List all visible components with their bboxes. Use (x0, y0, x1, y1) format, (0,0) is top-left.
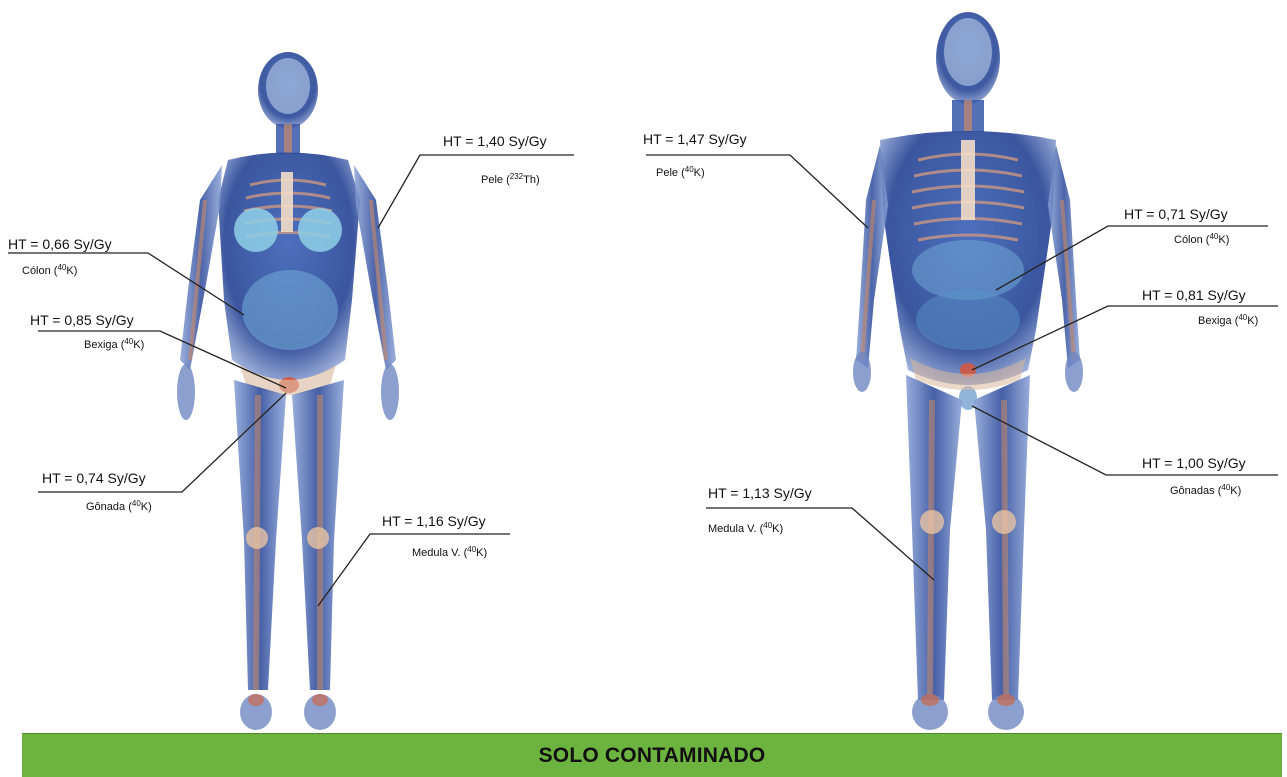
female-colon-value: HT = 0,66 Sy/Gy (8, 236, 112, 252)
female-pele-value: HT = 1,40 Sy/Gy (443, 133, 547, 149)
female-figure (177, 52, 399, 730)
male-hand-right (1065, 352, 1083, 392)
female-medula-value: HT = 1,16 Sy/Gy (382, 513, 486, 529)
male-colon-organ: Cólon (40K) (1174, 232, 1229, 246)
male-colon-value: HT = 0,71 Sy/Gy (1124, 206, 1228, 222)
male-colon (916, 290, 1020, 350)
male-annotation-medula: HT = 1,13 Sy/Gy Medula V. (40K) (706, 485, 934, 580)
female-hand-right (381, 364, 399, 420)
female-colon (242, 270, 338, 350)
male-medula-leader-line (706, 508, 934, 580)
male-bexiga-organ: Bexiga (40K) (1198, 313, 1258, 327)
female-knee-left (246, 527, 268, 549)
male-gonadas-organ: Gônadas (40K) (1170, 483, 1241, 497)
male-arm-left (856, 145, 888, 368)
female-hand-left (177, 364, 195, 420)
male-medula-organ: Medula V. (40K) (708, 521, 783, 535)
female-pele-organ: Pele (232Th) (481, 172, 540, 186)
female-annotation-medula: HT = 1,16 Sy/Gy Medula V. (40K) (318, 513, 510, 606)
male-knee-right (992, 510, 1016, 534)
female-breast-right (298, 208, 342, 252)
female-medula-leader-line (318, 534, 510, 606)
female-gonada-value: HT = 0,74 Sy/Gy (42, 470, 146, 486)
banner-label: SOLO CONTAMINADO (539, 744, 766, 768)
male-gonadas-value: HT = 1,00 Sy/Gy (1142, 455, 1246, 471)
male-annotation-pele: HT = 1,47 Sy/Gy Pele (40K) (643, 131, 868, 228)
male-bexiga-value: HT = 0,81 Sy/Gy (1142, 287, 1246, 303)
male-pele-leader-line (646, 155, 868, 228)
male-hand-left (853, 352, 871, 392)
female-pele-leader-line (378, 155, 574, 228)
male-arm-right (1048, 145, 1080, 368)
female-annotation-pele: HT = 1,40 Sy/Gy Pele (232Th) (378, 133, 574, 228)
female-knee-right (307, 527, 329, 549)
female-breast-left (234, 208, 278, 252)
female-bexiga-value: HT = 0,85 Sy/Gy (30, 312, 134, 328)
female-bexiga-organ: Bexiga (40K) (84, 337, 144, 351)
male-knee-left (920, 510, 944, 534)
male-sternum (961, 140, 975, 220)
female-sternum (281, 172, 293, 232)
female-colon-organ: Cólon (40K) (22, 263, 77, 277)
female-gonada-organ: Gônada (40K) (86, 499, 152, 513)
male-skull (944, 18, 992, 86)
male-pele-organ: Pele (40K) (656, 165, 705, 179)
male-pele-value: HT = 1,47 Sy/Gy (643, 131, 747, 147)
female-medula-organ: Medula V. (40K) (412, 545, 487, 559)
female-skull (266, 58, 310, 114)
male-medula-value: HT = 1,13 Sy/Gy (708, 485, 812, 501)
solo-contaminado-banner: SOLO CONTAMINADO (22, 733, 1282, 777)
female-arm-right (354, 165, 396, 370)
female-arm-left (180, 165, 222, 370)
male-figure (853, 12, 1083, 730)
